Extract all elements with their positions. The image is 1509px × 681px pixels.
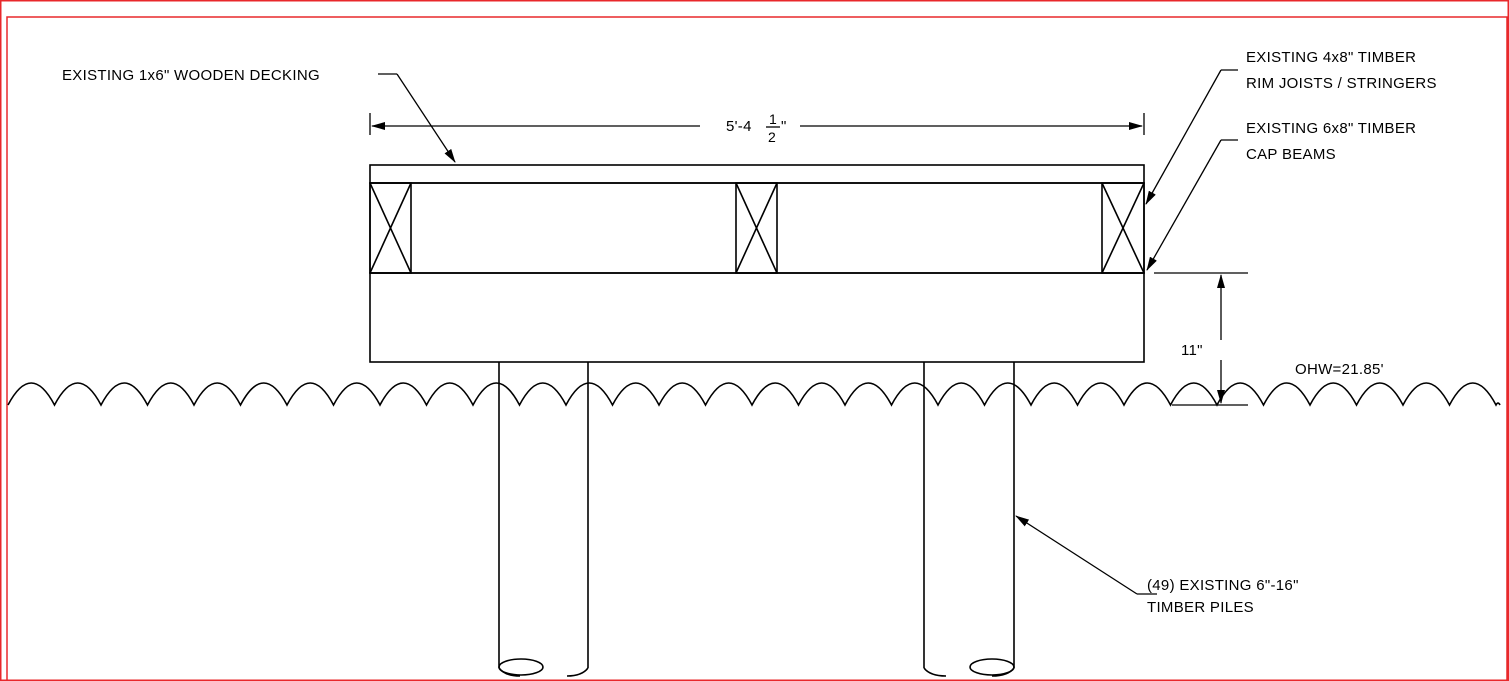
piles-leader <box>1015 515 1157 595</box>
width-fraction-numerator: 1 <box>769 111 777 127</box>
width-inch-mark: " <box>781 118 787 135</box>
cap-beam-leader <box>1146 139 1238 271</box>
cap-beam <box>369 272 1145 363</box>
timber-pile-right <box>923 362 1015 677</box>
cap-beam-label-line2: CAP BEAMS <box>1246 146 1336 163</box>
wooden-decking <box>369 164 1145 184</box>
decking-leader <box>378 73 456 163</box>
cap-beam-label-line1: EXISTING 6x8" TIMBER <box>1246 120 1416 137</box>
stringer-middle <box>735 182 778 274</box>
water-surface-line <box>7 382 1501 407</box>
width-fraction-denominator: 2 <box>768 129 776 145</box>
rim-joist-label-line1: EXISTING 4x8" TIMBER <box>1246 49 1416 66</box>
height-dimension: 11" <box>1154 272 1248 406</box>
width-dimension-text: 5'-4 <box>726 118 752 135</box>
piles-label-line1: (49) EXISTING 6"-16" <box>1147 577 1299 594</box>
timber-pile-left <box>498 362 589 677</box>
piles-label-line2: TIMBER PILES <box>1147 599 1254 616</box>
rim-joist-right <box>1101 182 1145 274</box>
decking-label: EXISTING 1x6" WOODEN DECKING <box>62 67 320 84</box>
rim-joist-label-line2: RIM JOISTS / STRINGERS <box>1246 75 1437 92</box>
width-dimension: 5'-4 1 2 " <box>369 111 1145 145</box>
rim-joist-left <box>369 182 412 274</box>
rim-joist-leader <box>1145 69 1238 205</box>
height-dimension-text: 11" <box>1181 342 1203 359</box>
ohw-label: OHW=21.85' <box>1295 361 1384 378</box>
drawing-border <box>6 16 1508 681</box>
